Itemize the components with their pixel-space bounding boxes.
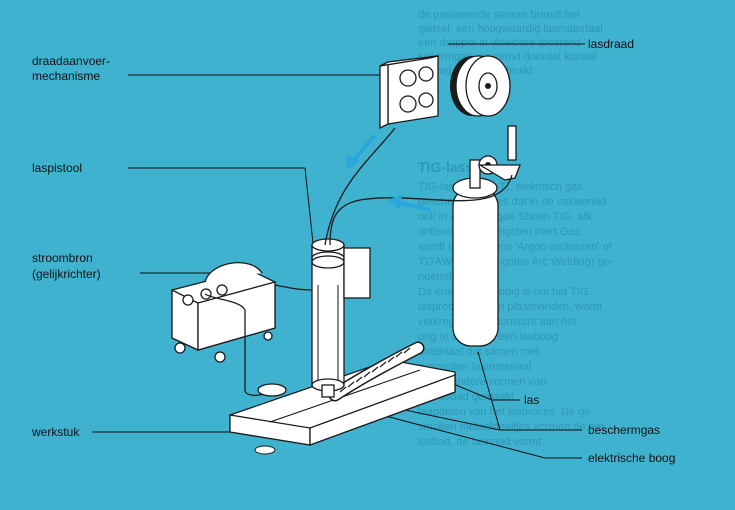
background-text-line: lasbad, de lasnaad vormt xyxy=(418,436,541,448)
gas-flow-arrow xyxy=(399,201,431,212)
label-lasdraad: lasdraad xyxy=(588,37,634,51)
leader-lines xyxy=(92,43,585,459)
weld-bead xyxy=(328,341,425,402)
background-text-line: noemd. xyxy=(418,271,455,283)
background-text-line: beschermd proces dat in de vakwereld xyxy=(418,196,606,208)
workpiece xyxy=(229,359,456,455)
background-text-line: ook in de Verenigde Staten TIG, afk. xyxy=(418,211,595,223)
wire-feed-mechanism xyxy=(379,55,439,130)
background-text-line: de passerende stroom brandt het xyxy=(418,9,580,21)
label-stroombron-1: stroombron xyxy=(32,251,93,265)
welding-torch xyxy=(274,238,371,398)
label-las: las xyxy=(524,393,539,407)
label-draadaanvoer-2: mechanisme xyxy=(32,69,100,83)
background-text-line: TIG-lassen (afk. T), elektrisch gas- xyxy=(418,181,587,193)
gas-cylinder xyxy=(452,125,521,347)
flow-arrows xyxy=(346,133,431,212)
label-beschermgas: beschermgas xyxy=(588,423,660,437)
gas-hose xyxy=(329,174,513,246)
wire-spool xyxy=(450,55,511,117)
background-text-line: De energie die nodig is om het TIG xyxy=(418,286,588,298)
background-text-line: materiaal dat samen met xyxy=(418,346,539,358)
background-text-line: lasproces te laten plaatsvinden, wordt xyxy=(418,301,602,313)
label-elektrische-boog: elektrische boog xyxy=(588,451,675,465)
background-text-line: gietsel, een hoogwaardig lasmateriaal xyxy=(418,23,603,35)
label-stroombron-2: (gelijkrichter) xyxy=(32,267,101,281)
background-text-line: wordt ook wel eens 'Argon-arclassen' of xyxy=(417,241,613,253)
background-text-line: 'GTAW' (Gas Tungsten Arc Welding) ge- xyxy=(418,256,614,268)
wire-hose xyxy=(324,127,396,246)
background-text-line: smolten metaaldeeltjes vormen de het xyxy=(418,421,604,433)
background-text-line: een druppel in vloeibare toestand xyxy=(418,37,581,49)
labels: draadaanvoer- mechanisme laspistool stro… xyxy=(31,37,675,465)
background-text-line: ontlening van Tungsten Inert Gas, xyxy=(418,226,583,238)
wire-flow-arrow xyxy=(350,133,377,164)
leader-beschermgas-2 xyxy=(477,351,501,431)
label-draadaanvoer-1: draadaanvoer- xyxy=(32,54,110,68)
background-text-line: schermgas, gevormd doordat kanaal xyxy=(418,51,597,63)
background-text-line: laagdelen van het lasproces. De ge- xyxy=(418,406,594,418)
label-laspistool: laspistool xyxy=(32,161,82,175)
power-source xyxy=(171,261,287,397)
label-werkstuk: werkstuk xyxy=(31,425,80,439)
